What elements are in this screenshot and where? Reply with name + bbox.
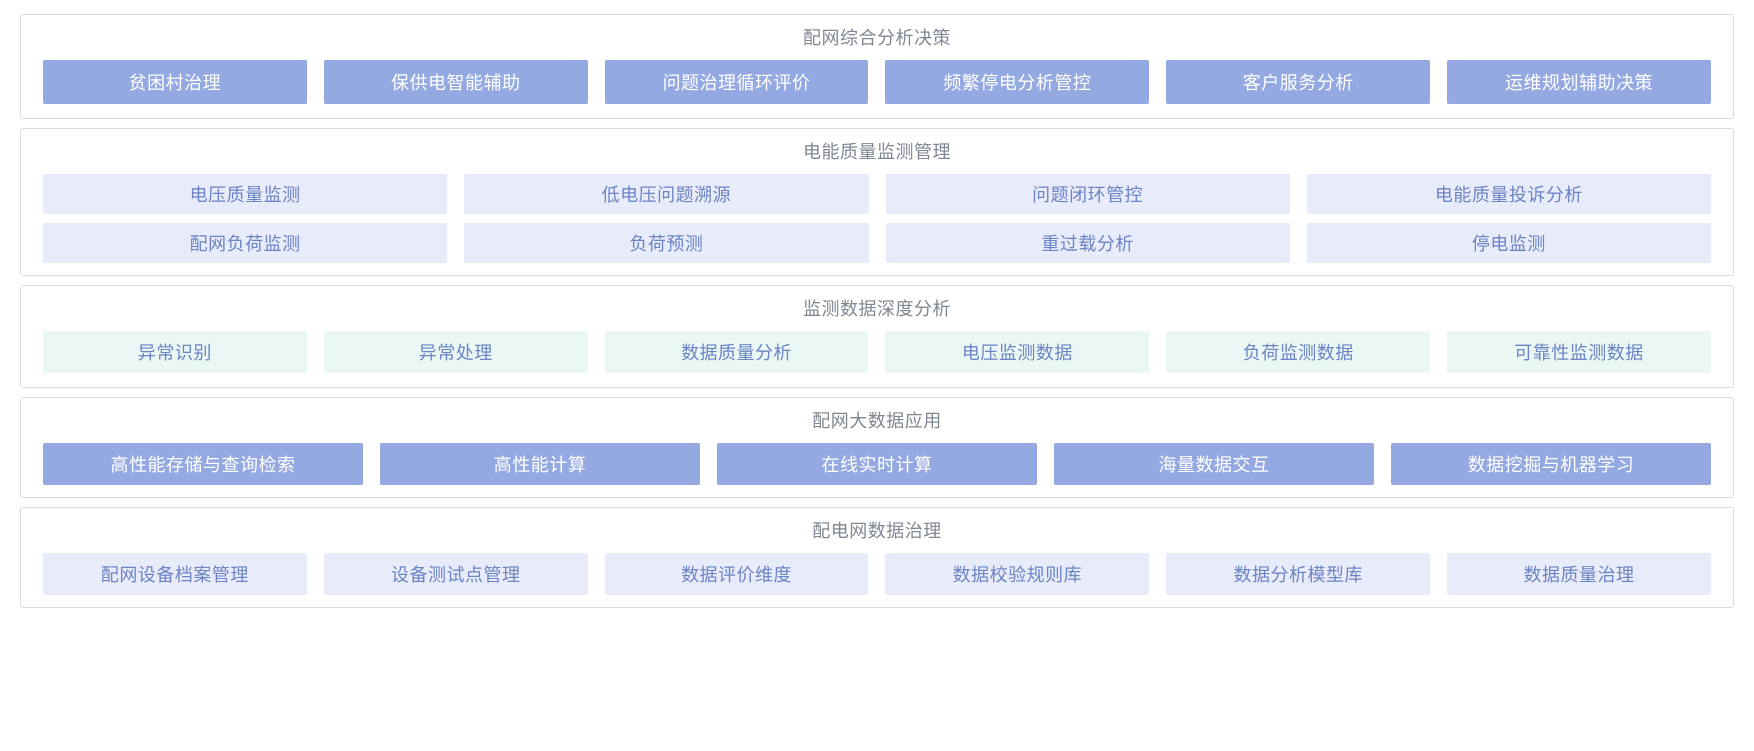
tile-load-forecast[interactable]: 负荷预测 (464, 223, 869, 263)
tile-row: 高性能存储与查询检索 高性能计算 在线实时计算 海量数据交互 数据挖掘与机器学习 (43, 443, 1711, 485)
tile-anomaly-identification[interactable]: 异常识别 (43, 331, 307, 373)
tile-high-performance-storage-query[interactable]: 高性能存储与查询检索 (43, 443, 363, 485)
tile-row: 电压质量监测 低电压问题溯源 问题闭环管控 电能质量投诉分析 (43, 174, 1711, 214)
tile-problem-closed-loop-control[interactable]: 问题闭环管控 (885, 174, 1290, 214)
panel-title: 配网综合分析决策 (803, 28, 951, 48)
tile-voltage-monitoring-data[interactable]: 电压监测数据 (885, 331, 1150, 373)
tile-outage-monitoring[interactable]: 停电监测 (1306, 223, 1711, 263)
tile-low-voltage-problem-tracing[interactable]: 低电压问题溯源 (464, 174, 869, 214)
tile-row: 配网设备档案管理 设备测试点管理 数据评价维度 数据校验规则库 数据分析模型库 … (43, 553, 1711, 595)
tile-power-quality-complaint-analysis[interactable]: 电能质量投诉分析 (1306, 174, 1711, 214)
panel-title: 电能质量监测管理 (803, 142, 951, 162)
panel-title: 配网大数据应用 (812, 411, 942, 431)
tile-data-quality-analysis[interactable]: 数据质量分析 (604, 331, 869, 373)
tile-massive-data-interaction[interactable]: 海量数据交互 (1054, 443, 1374, 485)
tile-anomaly-handling[interactable]: 异常处理 (323, 331, 588, 373)
tile-row: 贫困村治理 保供电智能辅助 问题治理循环评价 频繁停电分析管控 客户服务分析 运… (43, 60, 1711, 104)
panel-title: 配电网数据治理 (812, 521, 942, 541)
tile-data-evaluation-dimension[interactable]: 数据评价维度 (604, 553, 869, 595)
tile-reliability-monitoring-data[interactable]: 可靠性监测数据 (1447, 331, 1711, 373)
tile-ops-planning-assist-decision[interactable]: 运维规划辅助决策 (1447, 60, 1711, 104)
tile-data-quality-governance[interactable]: 数据质量治理 (1447, 553, 1711, 595)
panel-distribution-big-data-application: 配网大数据应用 高性能存储与查询检索 高性能计算 在线实时计算 海量数据交互 数… (20, 397, 1734, 498)
tile-voltage-quality-monitoring[interactable]: 电压质量监测 (43, 174, 448, 214)
tile-heavy-overload-analysis[interactable]: 重过载分析 (885, 223, 1290, 263)
tile-frequent-outage-analysis-control[interactable]: 频繁停电分析管控 (885, 60, 1150, 104)
tile-equipment-test-point-management[interactable]: 设备测试点管理 (323, 553, 588, 595)
panel-power-quality-monitoring-management: 电能质量监测管理 电压质量监测 低电压问题溯源 问题闭环管控 电能质量投诉分析 … (20, 128, 1734, 276)
tile-data-analysis-model-library[interactable]: 数据分析模型库 (1166, 553, 1431, 595)
tile-problem-governance-cycle-evaluation[interactable]: 问题治理循环评价 (604, 60, 869, 104)
panel-distribution-network-data-governance: 配电网数据治理 配网设备档案管理 设备测试点管理 数据评价维度 数据校验规则库 … (20, 507, 1734, 608)
panel-title: 监测数据深度分析 (803, 299, 951, 319)
tile-customer-service-analysis[interactable]: 客户服务分析 (1166, 60, 1431, 104)
tile-row: 异常识别 异常处理 数据质量分析 电压监测数据 负荷监测数据 可靠性监测数据 (43, 331, 1711, 373)
tile-data-mining-machine-learning[interactable]: 数据挖掘与机器学习 (1391, 443, 1711, 485)
tile-row: 配网负荷监测 负荷预测 重过载分析 停电监测 (43, 223, 1711, 263)
tile-distribution-equipment-archive-management[interactable]: 配网设备档案管理 (43, 553, 307, 595)
panel-monitoring-data-deep-analysis: 监测数据深度分析 异常识别 异常处理 数据质量分析 电压监测数据 负荷监测数据 … (20, 285, 1734, 388)
tile-load-monitoring-data[interactable]: 负荷监测数据 (1166, 331, 1431, 373)
tile-online-realtime-computing[interactable]: 在线实时计算 (717, 443, 1037, 485)
tile-poverty-village-governance[interactable]: 贫困村治理 (43, 60, 307, 104)
tile-data-validation-rule-library[interactable]: 数据校验规则库 (885, 553, 1150, 595)
panel-comprehensive-analysis-decision: 配网综合分析决策 贫困村治理 保供电智能辅助 问题治理循环评价 频繁停电分析管控… (20, 14, 1734, 119)
tile-high-performance-computing[interactable]: 高性能计算 (380, 443, 700, 485)
tile-power-supply-smart-assist[interactable]: 保供电智能辅助 (323, 60, 588, 104)
tile-distribution-load-monitoring[interactable]: 配网负荷监测 (43, 223, 448, 263)
